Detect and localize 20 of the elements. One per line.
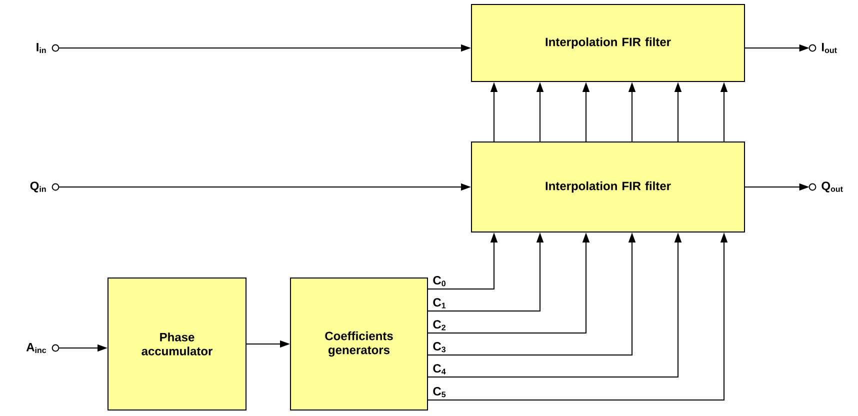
terminal: I$_{in}$ [36,42,60,54]
node-label: I$_{in}$ [36,42,46,54]
node-label: A$_{inc}$ [26,342,46,354]
process-box: Coefficients generators [290,278,428,410]
terminal: A$_{inc}$ [26,342,60,354]
terminal: Q$_{in}$ [30,182,60,192]
process-box: Interpolation FIR filter [471,4,745,82]
process-box: Phase accumulator [108,278,246,410]
edge-label: C$_{4}$ [432,363,448,376]
terminal: Q$_{out}$ [808,182,843,192]
node-label: Q$_{in}$ [30,182,46,192]
edge-label: C$_{3}$ [432,341,448,354]
terminal: I$_{out}$ [808,42,837,54]
edge-label: C$_{2}$ [432,319,448,332]
edge-label: C$_{1}$ [432,297,448,310]
process-box: Interpolation FIR filter [471,142,745,232]
node-label: I$_{out}$ [822,42,837,54]
node-label: Q$_{out}$ [822,182,843,192]
edge-label: C$_{0}$ [432,275,448,288]
edge-label: C$_{5}$ [432,386,448,398]
